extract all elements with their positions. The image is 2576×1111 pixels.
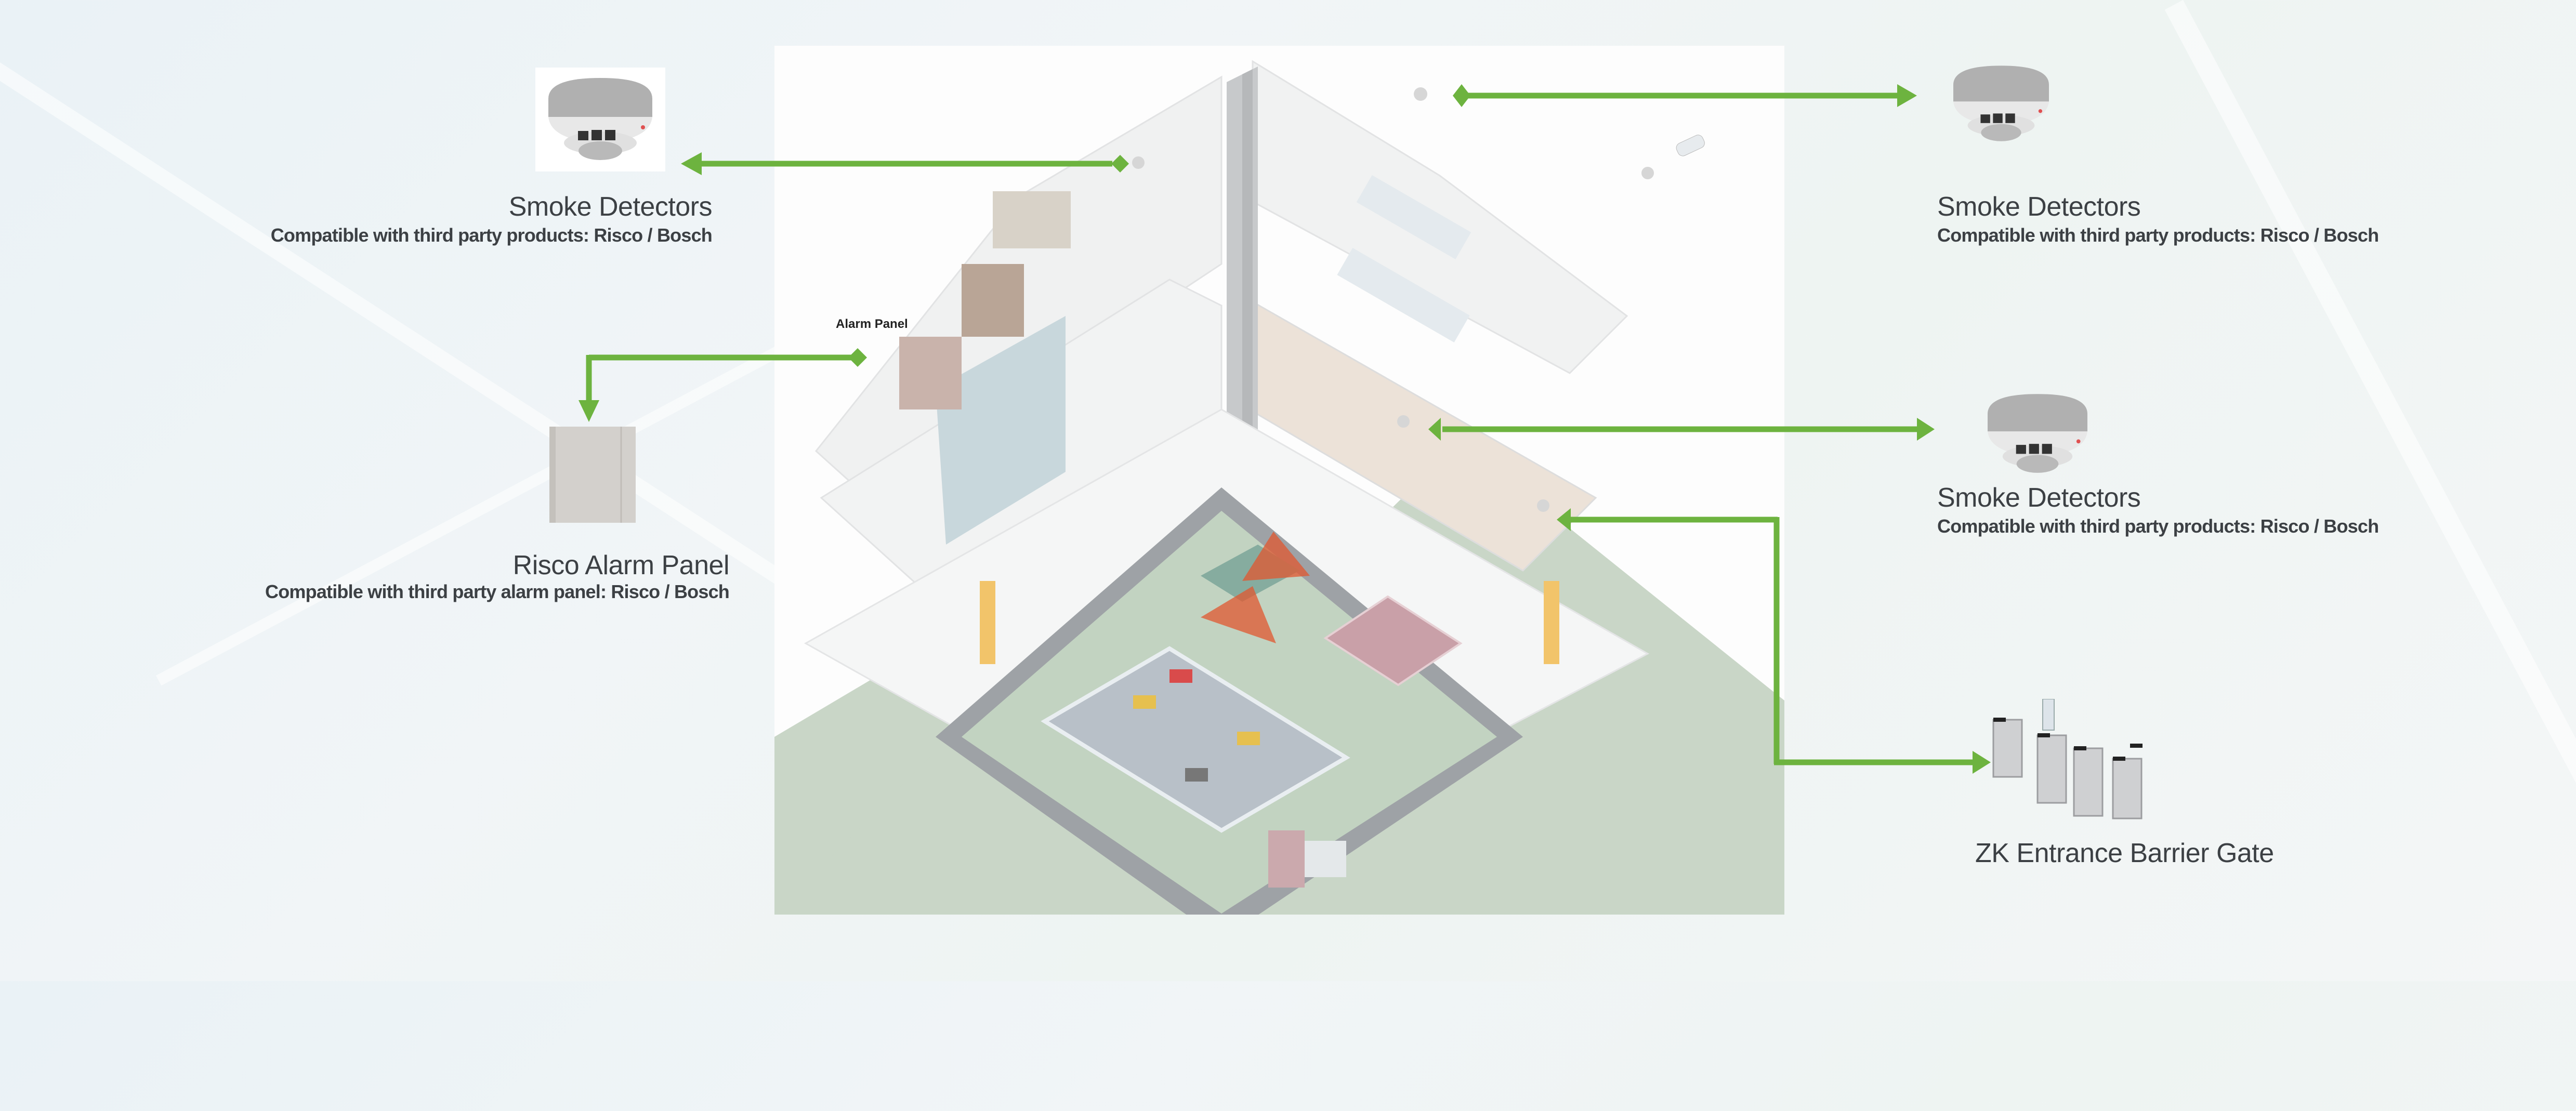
smoke-detector-mid-right-title: Smoke Detectors <box>1937 483 2141 513</box>
smoke-detector-top-right-image <box>1941 52 2061 156</box>
smoke-detector-left-image <box>535 68 665 171</box>
barrier-gate-title: ZK Entrance Barrier Gate <box>1975 838 2274 868</box>
alarm-panel-title: Risco Alarm Panel <box>512 550 730 580</box>
building-icon <box>774 60 1784 915</box>
alarm-panel-subtitle: Compatible with third party alarm panel:… <box>265 581 730 602</box>
cctv-coverage-cone <box>1201 586 1276 643</box>
alarm-panel-callout-label: Alarm Panel <box>836 317 908 331</box>
cctv-coverage-cone <box>1242 532 1310 581</box>
barrier-gate-image <box>1991 699 2188 824</box>
tennis-court-icon <box>1323 595 1463 686</box>
smoke-detector-icon <box>1953 65 2049 141</box>
connector-arrows <box>579 84 1991 774</box>
alarm-panel-image <box>548 424 637 527</box>
smoke-detector-mid-right-image <box>1975 379 2100 488</box>
smoke-detector-mid-right-subtitle: Compatible with third party products: Ri… <box>1937 515 2379 537</box>
guard-house-icon <box>1268 830 1305 888</box>
smoke-detector-left-title: Smoke Detectors <box>508 192 713 222</box>
smoke-detector-icon <box>1988 394 2087 473</box>
smoke-detector-top-right-subtitle: Compatible with third party products: Ri… <box>1937 224 2379 246</box>
parking-lot-icon <box>1041 646 1350 833</box>
barrier-gate-icon <box>1992 699 2143 819</box>
smoke-detector-icon <box>548 78 652 160</box>
arrowhead-left <box>681 152 702 175</box>
alarm-panel-icon <box>549 427 636 523</box>
smoke-detector-top-right-title: Smoke Detectors <box>1937 192 2141 222</box>
smoke-detector-left-subtitle: Compatible with third party products: Ri… <box>270 224 713 246</box>
cctv-camera-icon <box>1676 135 1705 156</box>
building-illustration: Alarm Panel <box>774 46 1784 915</box>
